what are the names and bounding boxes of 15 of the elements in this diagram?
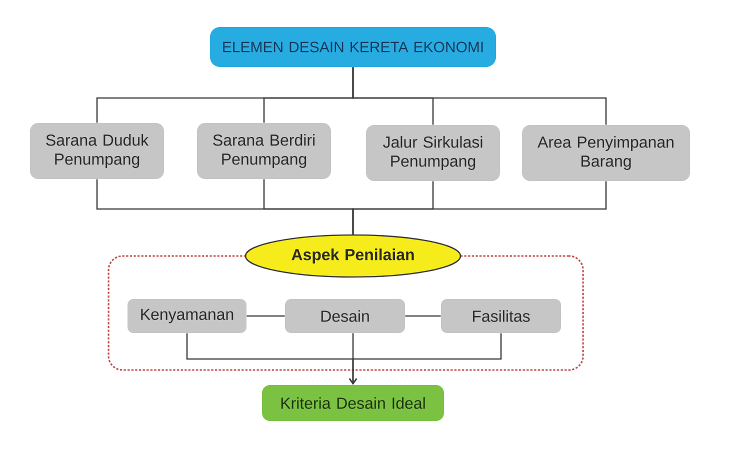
oval-heading: Aspek Penilaian	[244, 234, 462, 278]
category-box: Sarana Berdiri Penumpang	[197, 123, 331, 179]
category-box: Sarana Duduk Penumpang	[30, 123, 164, 179]
heading-box: ELEMEN DESAIN KERETA EKONOMI	[210, 27, 496, 67]
result-box: Kriteria Desain Ideal	[262, 385, 444, 421]
aspect-box: Fasilitas	[441, 299, 561, 333]
category-box: Area Penyimpanan Barang	[522, 125, 690, 181]
category-box: Jalur Sirkulasi Penumpang	[366, 125, 500, 181]
connector-line	[352, 181, 607, 234]
aspect-box: Desain	[285, 299, 405, 333]
connector-line	[246, 315, 285, 317]
aspect-box: Kenyamanan	[128, 299, 246, 333]
connector-line	[352, 67, 607, 125]
arrow	[348, 333, 502, 385]
connector-line	[405, 315, 441, 317]
